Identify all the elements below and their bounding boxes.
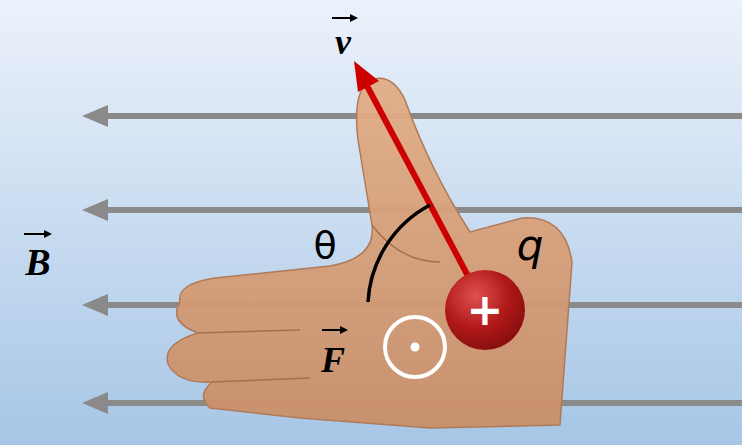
charge-label: q bbox=[517, 225, 544, 267]
out-of-page-symbol bbox=[385, 317, 445, 377]
field-label: B bbox=[25, 243, 50, 281]
force-label: F bbox=[321, 342, 345, 378]
velocity-arrow bbox=[354, 61, 485, 308]
vector-arrows bbox=[24, 14, 358, 334]
hand bbox=[167, 78, 572, 428]
angle-label: θ bbox=[313, 226, 336, 264]
angle-arc bbox=[368, 205, 430, 302]
charge-circle: + bbox=[445, 270, 525, 350]
velocity-label: v bbox=[335, 24, 351, 60]
charge-sign: + bbox=[467, 288, 504, 332]
